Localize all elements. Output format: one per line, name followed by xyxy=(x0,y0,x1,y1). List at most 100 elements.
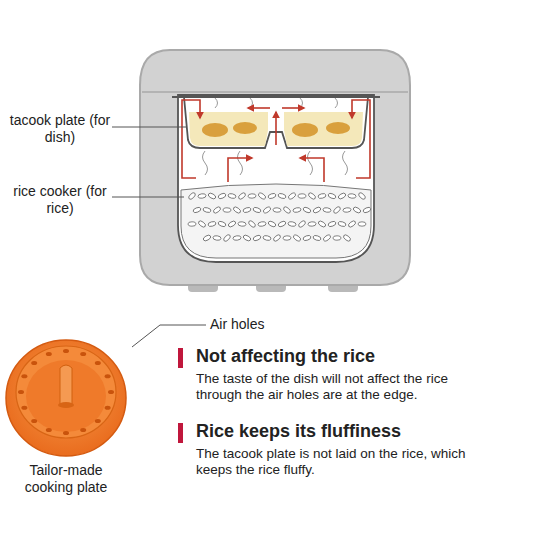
rice-grain xyxy=(313,235,322,242)
air-hole xyxy=(46,428,52,432)
rice-grain xyxy=(228,193,237,199)
rice-grain xyxy=(347,220,356,228)
rice-grain xyxy=(338,221,347,227)
rice-grain xyxy=(348,193,356,198)
air-hole xyxy=(46,352,52,356)
rice-grain xyxy=(273,234,282,243)
leader-line xyxy=(112,197,184,198)
rice-grain xyxy=(318,193,327,199)
air-hole xyxy=(105,374,111,378)
rice-grain xyxy=(308,221,316,226)
rice-grain xyxy=(273,208,281,213)
rice-grain xyxy=(317,220,326,228)
rice-grain xyxy=(213,235,222,240)
rice-grain xyxy=(208,221,217,227)
rice-grain xyxy=(292,234,301,242)
rice-grain xyxy=(188,192,197,201)
rice-grain xyxy=(283,206,292,215)
rice-grain xyxy=(217,192,226,199)
rice-grain xyxy=(233,235,242,240)
leader-line xyxy=(132,325,206,347)
rice-grain xyxy=(343,234,352,242)
air-hole xyxy=(63,349,69,353)
feature-heading: Not affecting the rice xyxy=(196,346,516,368)
rice-grain xyxy=(262,206,271,214)
rice-grain xyxy=(252,234,261,241)
rice-grain xyxy=(258,221,267,227)
air-hole xyxy=(95,361,101,365)
air-hole xyxy=(105,406,111,410)
air-hole xyxy=(80,352,86,356)
rice-grain xyxy=(333,236,341,241)
rice-grain xyxy=(312,206,321,214)
tacook-plate xyxy=(172,97,380,148)
rice-grain xyxy=(203,207,212,213)
rice-grain xyxy=(337,192,346,200)
rice-grain xyxy=(238,192,247,201)
rice-grain xyxy=(202,234,211,242)
rice-grain xyxy=(248,220,257,229)
rice-grain xyxy=(287,192,296,200)
part-label: rice cooker (for rice) xyxy=(8,183,112,217)
rice-grain xyxy=(278,193,287,200)
cooking-plate xyxy=(6,340,126,456)
rice-grain xyxy=(343,207,351,212)
rice-grain xyxy=(232,206,241,214)
rice-grain xyxy=(197,220,206,228)
rice-grain xyxy=(188,222,196,227)
rice-grain xyxy=(308,192,317,200)
leader-line xyxy=(112,127,186,128)
rice-grain xyxy=(358,192,367,201)
rice-grain xyxy=(362,206,371,213)
rice-grain xyxy=(298,220,307,229)
rice-grain xyxy=(298,194,306,199)
air-hole xyxy=(31,361,37,365)
rice-grain xyxy=(352,206,361,214)
part-label: Air holes xyxy=(210,316,300,333)
part-label: tacook plate (for dish) xyxy=(8,112,112,146)
accent-bar xyxy=(178,423,183,443)
rice-grain xyxy=(242,234,251,242)
air-hole xyxy=(18,390,24,394)
rice-grain xyxy=(207,192,216,200)
rice-grain xyxy=(243,207,252,214)
rice-grain xyxy=(252,207,261,214)
feature-text: The tacook plate is not laid on the rice… xyxy=(196,446,496,478)
rice-grain xyxy=(268,193,277,200)
steam-flow-arrow xyxy=(182,100,370,182)
rice-grain xyxy=(302,206,311,213)
inner-pot xyxy=(178,95,374,262)
rice-grain xyxy=(358,222,366,226)
accent-bar xyxy=(178,348,183,368)
rice-grain xyxy=(277,220,286,227)
air-hole xyxy=(80,428,86,432)
rice-grain xyxy=(227,220,236,228)
air-hole xyxy=(21,406,27,410)
rice-grain xyxy=(217,220,226,227)
rice-grain xyxy=(198,193,207,198)
cooker-body xyxy=(140,50,410,285)
rice-grain xyxy=(267,220,276,228)
rice-grain xyxy=(223,234,232,243)
rice xyxy=(181,184,371,258)
rice-grain xyxy=(322,234,331,242)
rice-grain xyxy=(257,192,266,200)
feature-text: The taste of the dish will not affect th… xyxy=(196,371,496,403)
rice-grain xyxy=(303,235,312,242)
rice-grain xyxy=(323,207,332,213)
rice-grain xyxy=(212,206,221,214)
rice-grain xyxy=(263,235,272,241)
rice-grain xyxy=(333,206,342,215)
air-hole xyxy=(63,431,69,435)
rice-grain xyxy=(293,207,302,213)
rice-grain xyxy=(248,194,256,199)
rice-grain xyxy=(238,221,246,226)
rice-grain xyxy=(327,192,336,199)
feature-heading: Rice keeps its fluffiness xyxy=(196,421,516,443)
air-hole xyxy=(108,390,114,394)
rice-grain xyxy=(327,221,336,228)
rice-grain xyxy=(192,206,201,213)
rice-grain xyxy=(283,236,291,241)
air-hole xyxy=(95,419,101,423)
